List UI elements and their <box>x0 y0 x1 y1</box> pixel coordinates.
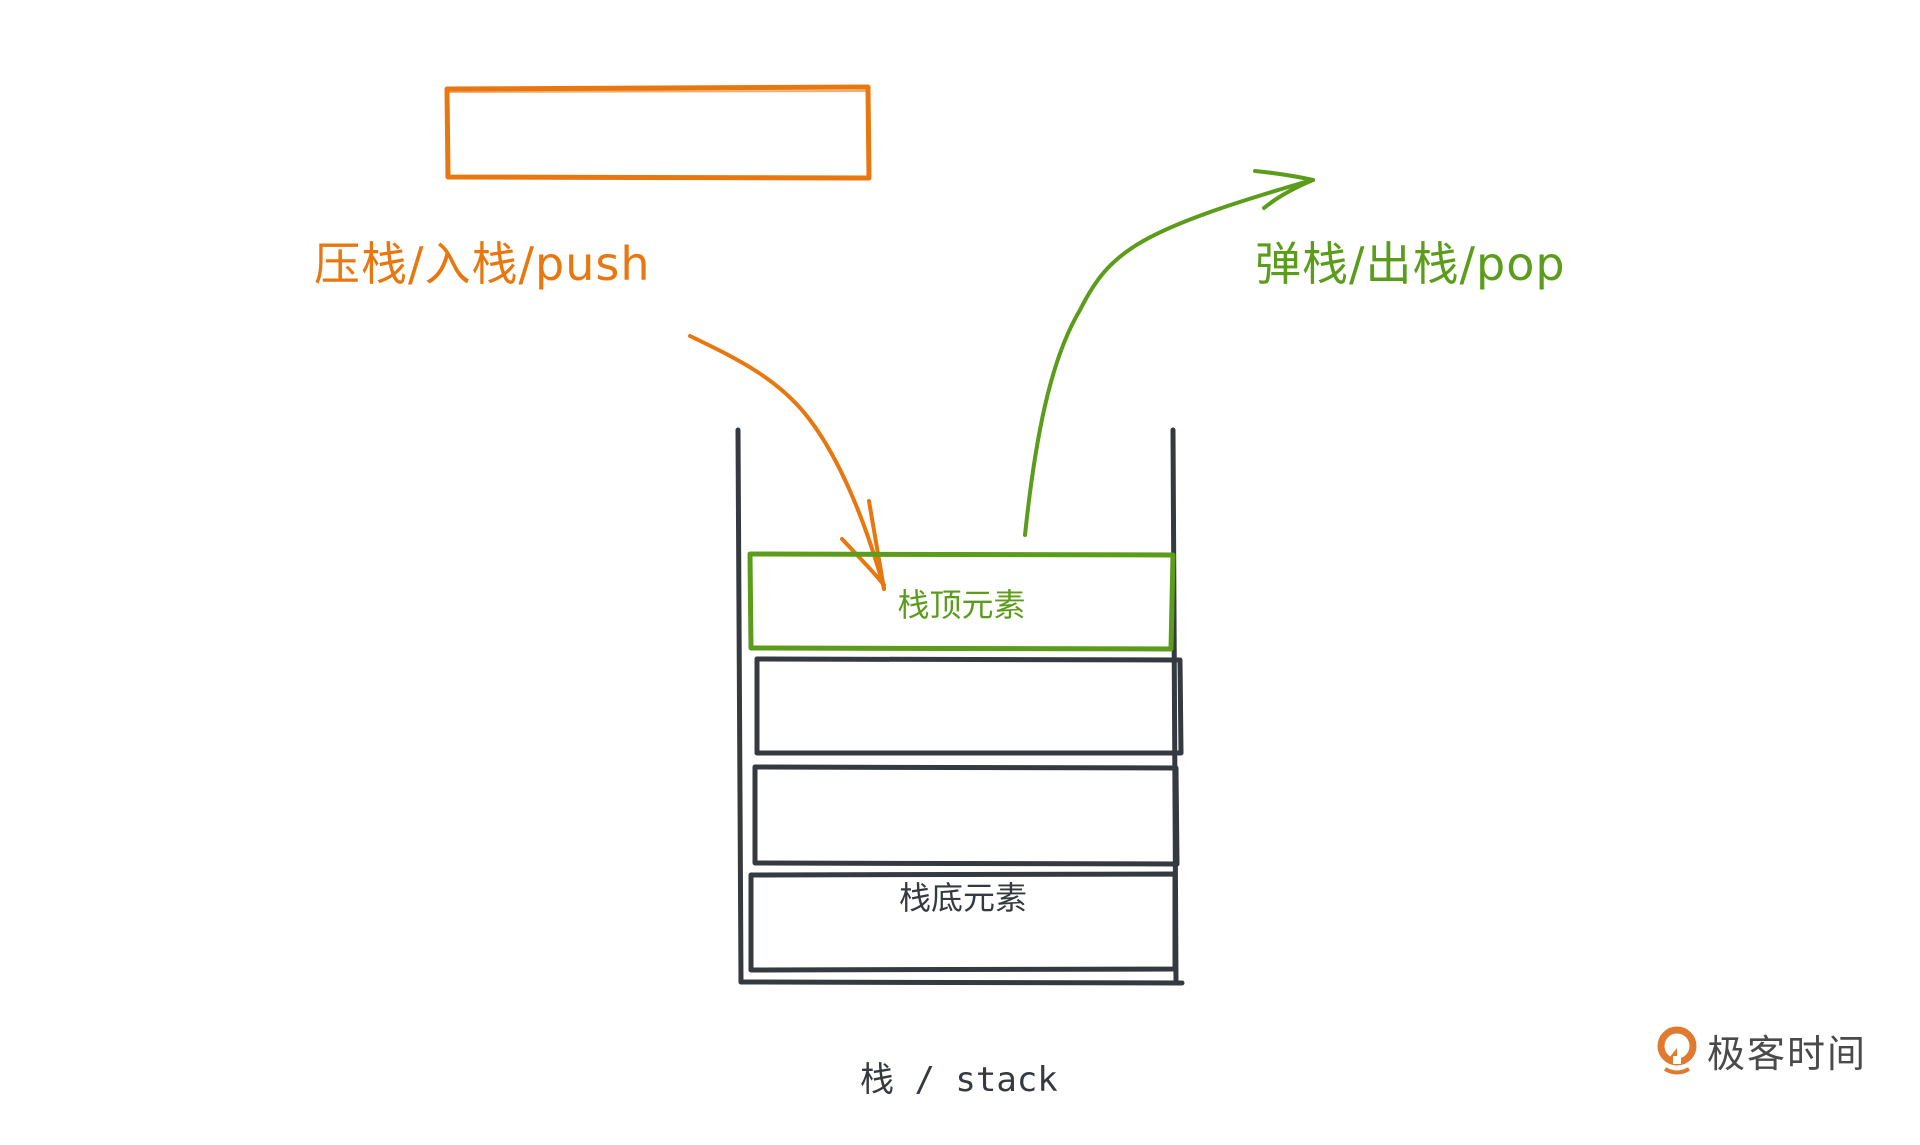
stack-element-middle <box>754 656 1184 756</box>
pop-arrow <box>1023 169 1315 537</box>
push-label: 压栈/入栈/push <box>314 237 651 291</box>
stack-element-bottom <box>748 871 1178 973</box>
incoming-element <box>444 84 872 181</box>
brand-logo-text: 极客时间 <box>1707 1032 1868 1076</box>
stack-element-top <box>747 551 1176 652</box>
brand-logo: 极客时间 <box>1655 1023 1867 1078</box>
stack-element-middle <box>752 764 1180 867</box>
pop-label: 弹栈/出栈/pop <box>1255 237 1566 291</box>
stack-top-label: 栈顶元素 <box>897 586 1026 624</box>
geektime-logo-icon <box>1657 1026 1697 1074</box>
push-arrow <box>688 334 886 591</box>
stack-caption: 栈 / stack <box>860 1060 1058 1100</box>
stack-bottom-label: 栈底元素 <box>898 879 1027 917</box>
